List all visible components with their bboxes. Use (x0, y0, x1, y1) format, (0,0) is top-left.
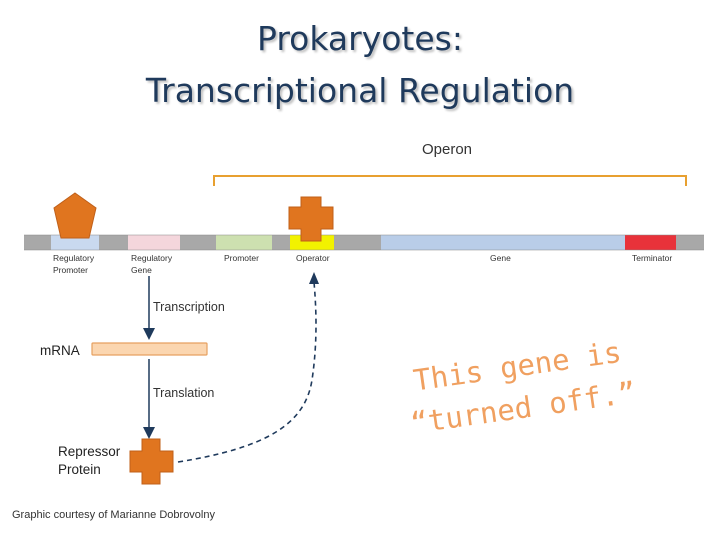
operator-label: Operator (296, 253, 330, 263)
gene-label: Gene (490, 253, 511, 263)
gene-segment (381, 235, 625, 250)
terminator-label: Terminator (632, 253, 672, 263)
mrna-label: mRNA (40, 343, 80, 358)
regulatory-gene-label-1: Regulatory (131, 253, 173, 263)
terminator-segment (625, 235, 676, 250)
promoter-segment (216, 235, 272, 250)
operator-repressor-icon (288, 196, 334, 242)
operon-label: Operon (422, 141, 472, 158)
promoter-label: Promoter (224, 253, 259, 263)
graphic-credit: Graphic courtesy of Marianne Dobrovolny (12, 509, 215, 521)
regulatory-promoter-label-2: Promoter (53, 265, 88, 275)
regulatory-promoter-label-1: Regulatory (53, 253, 95, 263)
pentagon-icon (53, 192, 97, 239)
binding-arrow (177, 281, 317, 463)
repressor-protein-icon (129, 438, 174, 485)
operon-bracket (213, 175, 687, 186)
regulatory-gene-segment (128, 235, 180, 250)
regulatory-gene-label-2: Gene (131, 265, 152, 275)
turned-off-annotation: This gene is “turned off.” (408, 335, 638, 441)
translation-label: Translation (153, 386, 214, 400)
title-line-1: Prokaryotes: (257, 19, 463, 58)
mrna-strand (91, 342, 208, 356)
repressor-label-1: Repressor (58, 444, 121, 459)
regulatory-promoter-segment (51, 235, 99, 250)
dna-strand (24, 234, 704, 251)
title-line-2: Transcriptional Regulation (145, 71, 575, 110)
transcription-label: Transcription (153, 300, 225, 314)
binding-arrowhead (309, 272, 319, 284)
repressor-label-2: Protein (58, 462, 101, 477)
